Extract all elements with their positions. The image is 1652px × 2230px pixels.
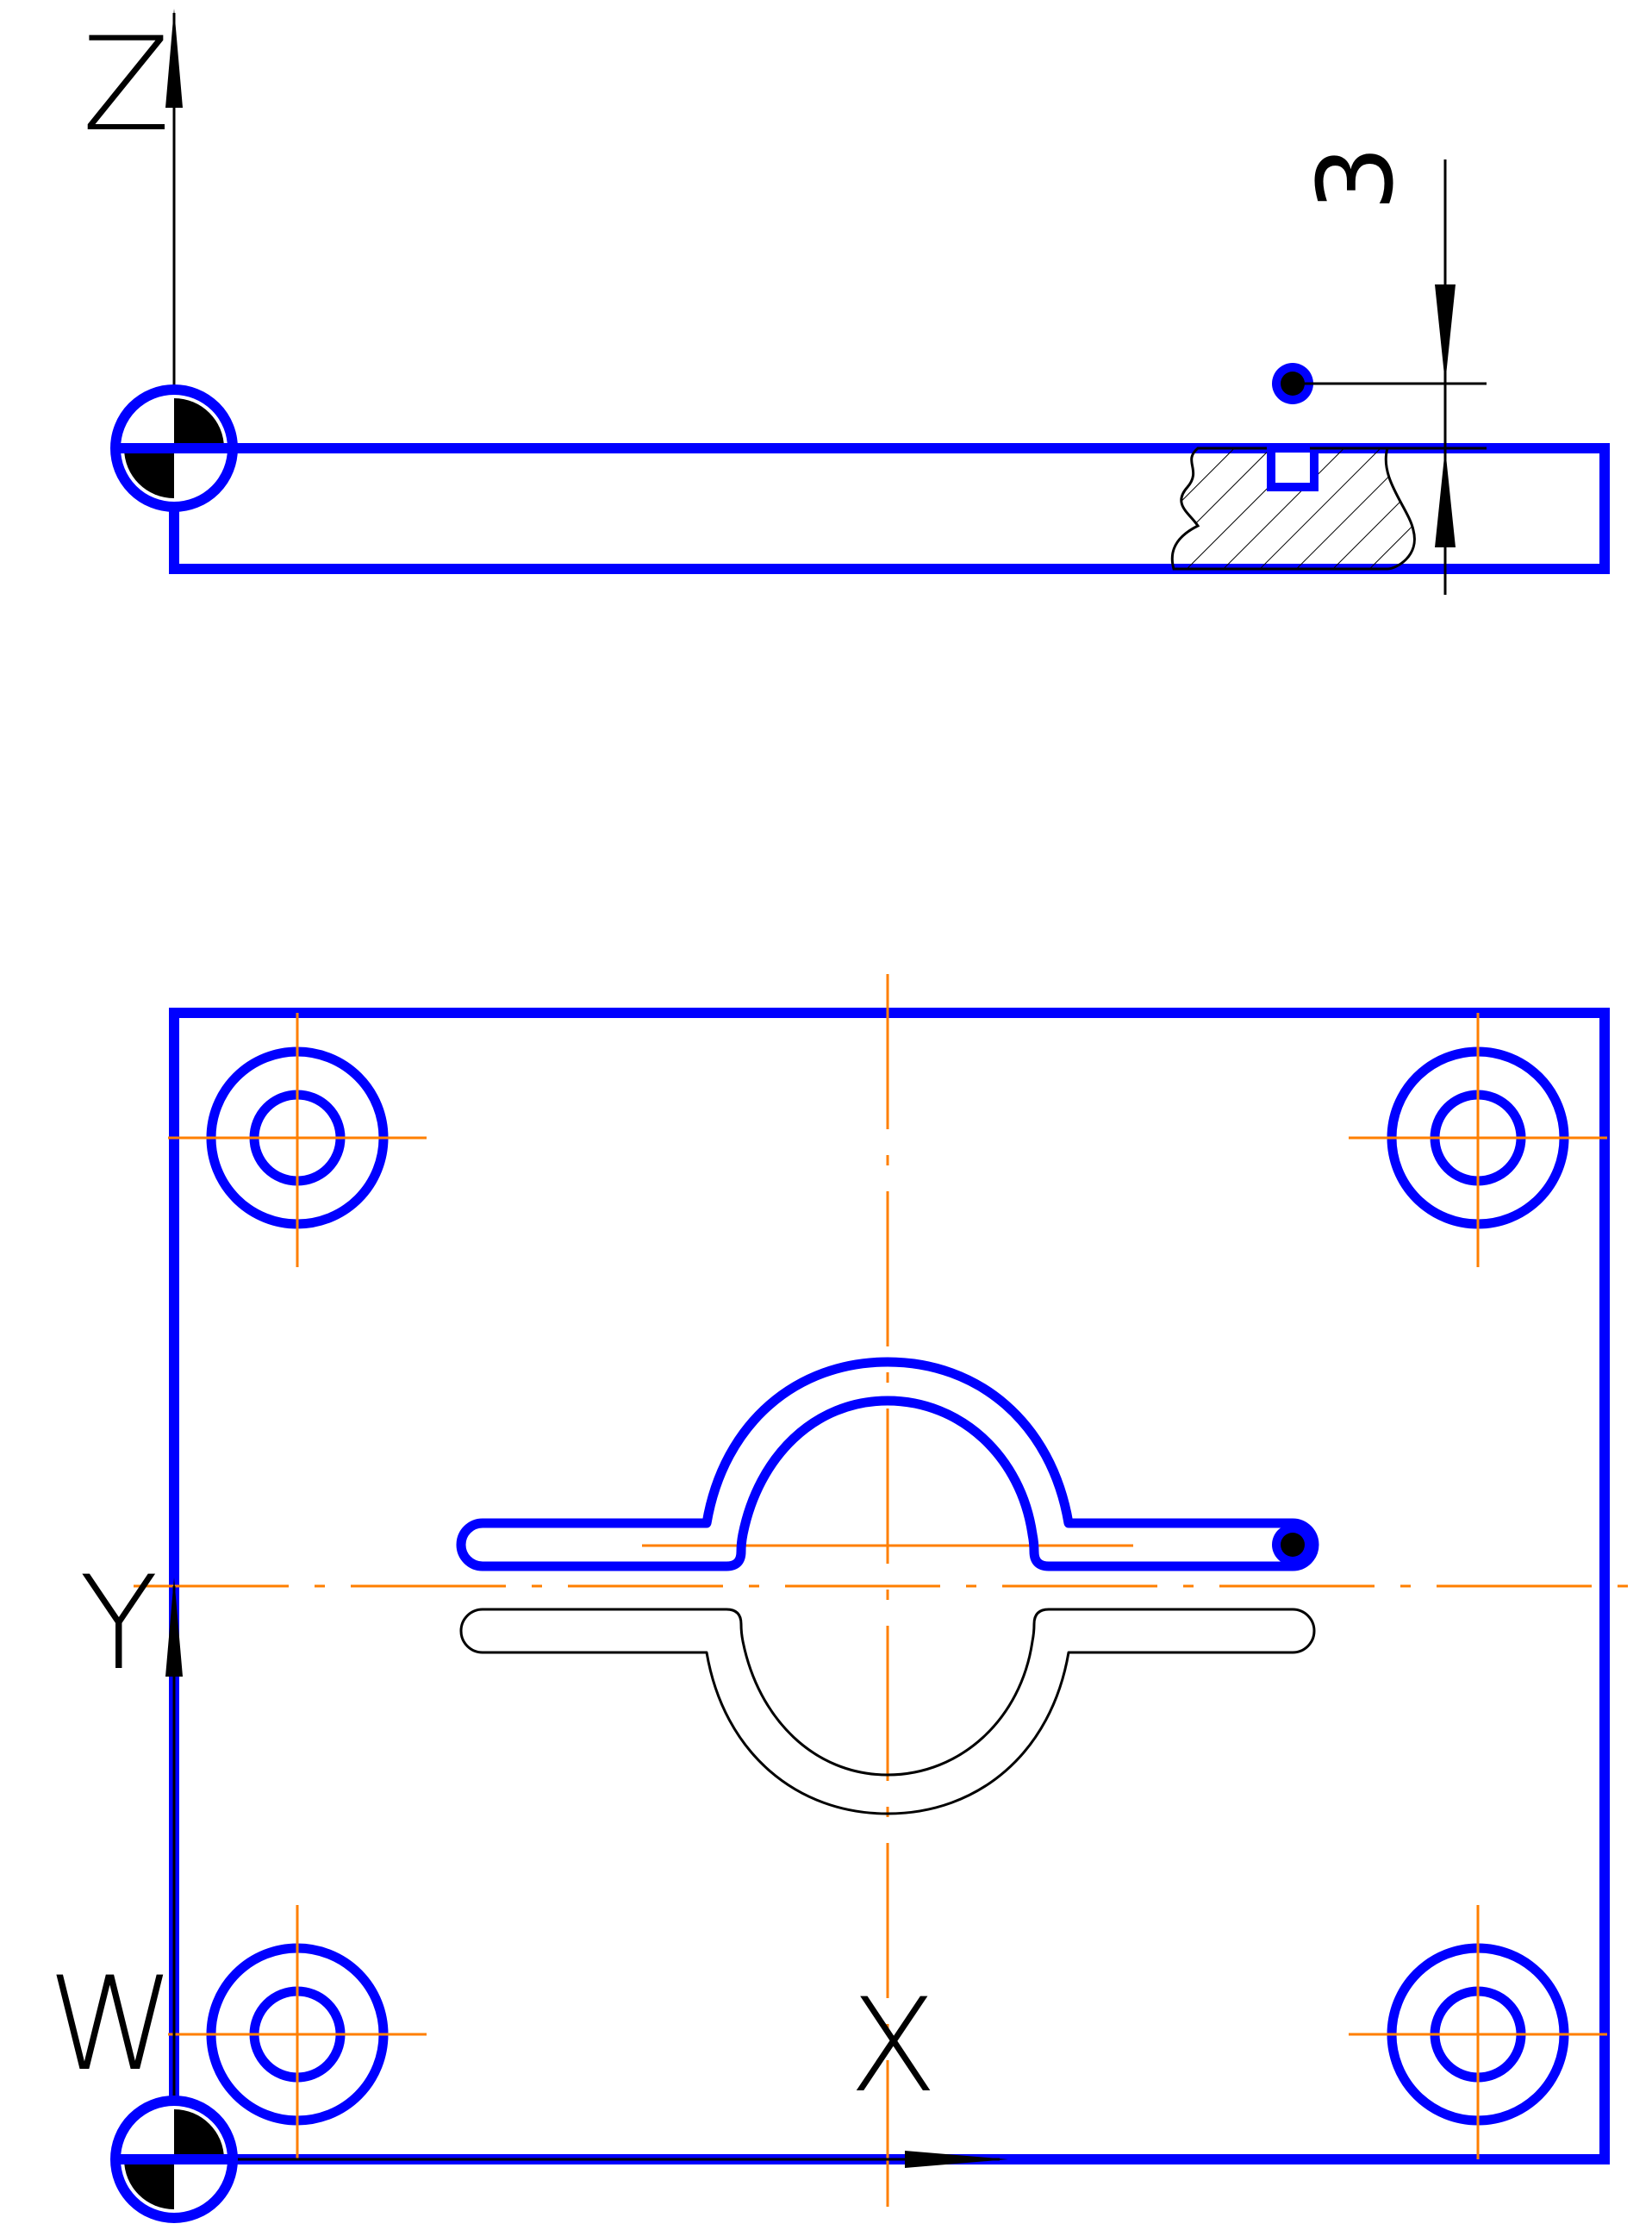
dimension-3 (1310, 159, 1487, 595)
y-axis-label: Y (79, 1549, 159, 1699)
y-axis (165, 1577, 183, 2159)
side-view: Z 3 (82, 9, 1610, 595)
groove-lower-profile (459, 1608, 1316, 1815)
top-view: Y X W (47, 974, 1646, 2223)
datum-origin-icon-top (110, 2096, 238, 2223)
z-axis (165, 9, 183, 448)
hole-top-right (1349, 1013, 1607, 1267)
hole-top-left (168, 1013, 427, 1267)
groove-upper-profile (456, 1357, 1319, 1571)
x-axis (174, 2151, 1008, 2168)
hole-bottom-left (168, 1905, 427, 2159)
tool-point-icon (1272, 1524, 1313, 1565)
tool-point-side (1272, 363, 1487, 404)
hole-bottom-right (1349, 1905, 1607, 2159)
z-axis-label: Z (82, 10, 171, 160)
x-axis-label: X (849, 1971, 938, 2121)
groove-section (1267, 444, 1318, 491)
dimension-3-label: 3 (1297, 146, 1417, 211)
origin-w-label: W (47, 1950, 175, 2100)
datum-origin-icon (110, 384, 238, 512)
section-hatch (1170, 447, 1416, 571)
center-lines (134, 974, 1646, 2207)
